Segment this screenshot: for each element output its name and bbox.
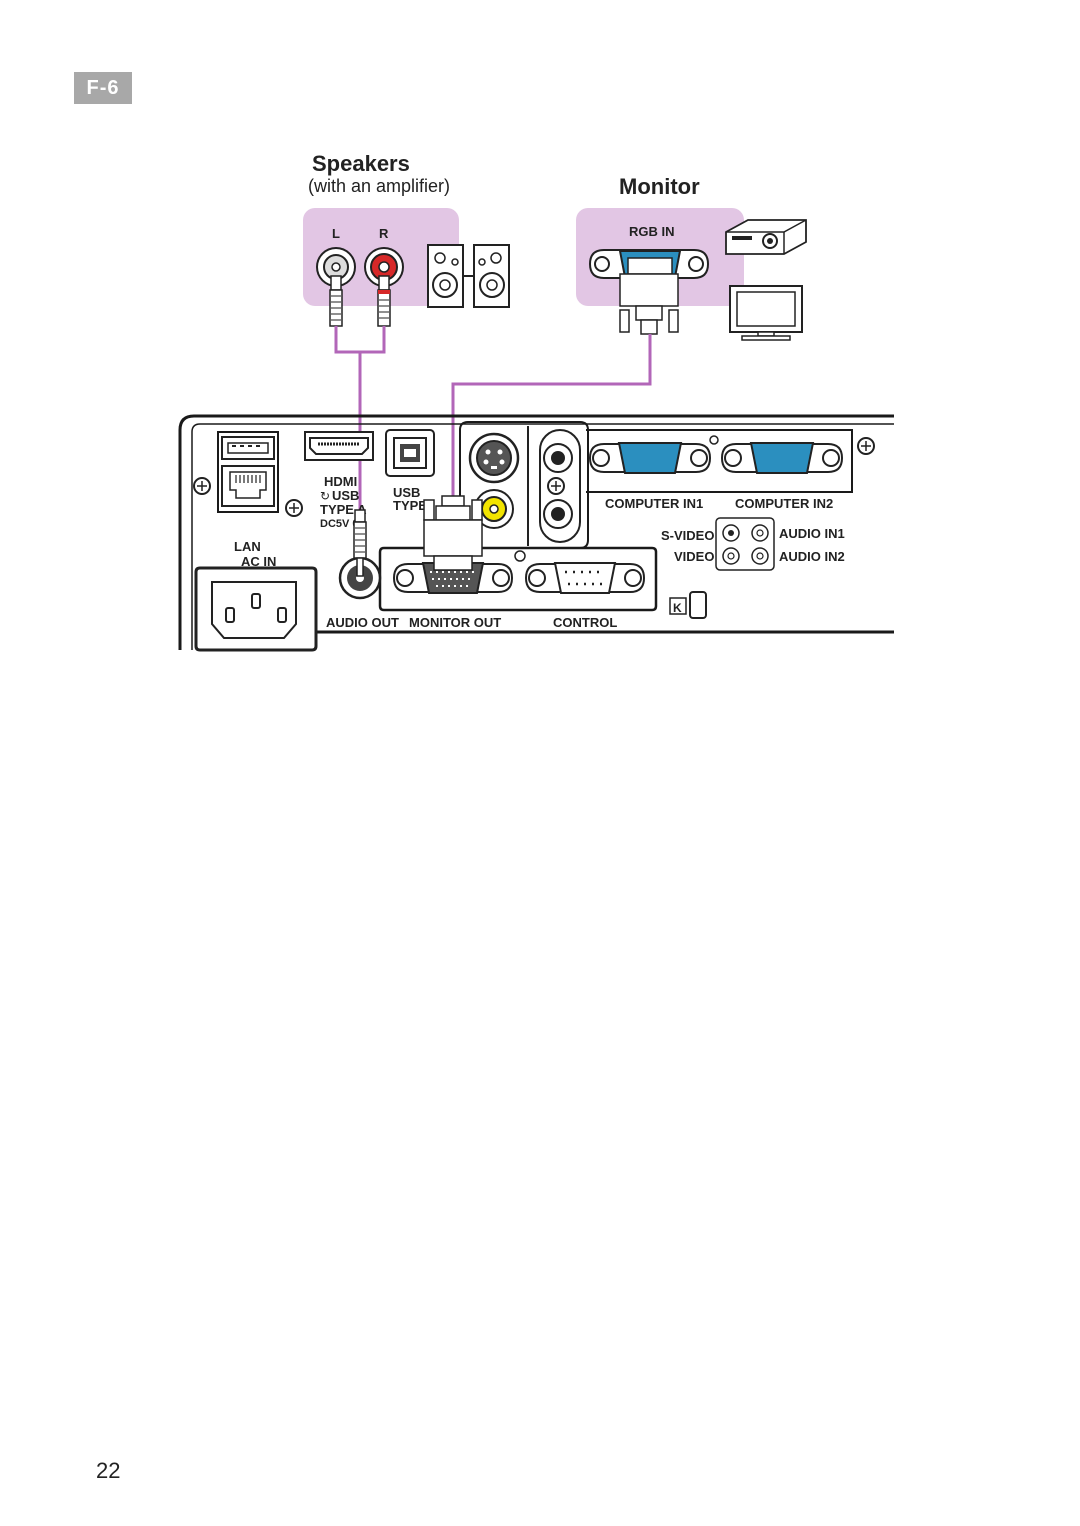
projector-icon (725, 219, 807, 255)
computer-in2-port (720, 442, 844, 474)
monitor-out-label: MONITOR OUT (409, 615, 501, 630)
hdmi-label: HDMI (324, 474, 357, 489)
right-jack-label: R (379, 226, 389, 241)
audio-in1-label: AUDIO IN1 (779, 526, 845, 541)
projector-rear-panel: K HDMI USB ↻ TYPE A DC5V 0 USB TYPE LAN … (178, 414, 894, 652)
speaker-left-icon (427, 244, 464, 308)
page-number: 22 (96, 1458, 121, 1483)
left-rca-jack (316, 247, 356, 287)
audio-in2-label: AUDIO IN2 (779, 549, 845, 564)
audio-out-label: AUDIO OUT (326, 615, 399, 630)
monitor-cable (451, 334, 652, 500)
usb-sync-icon: ↻ (320, 489, 330, 503)
security-lock-icon: K (669, 591, 707, 619)
audio-out-plug (353, 509, 367, 577)
control-port (524, 562, 646, 594)
speakers-subtitle: (with an amplifier) (308, 176, 450, 196)
computer-in1-port (588, 442, 712, 474)
usb-type-a-label-3: DC5V 0 (320, 518, 359, 530)
usb-type-a-label-1: USB (332, 488, 359, 503)
usb-type-b-label-2: TYPE (393, 498, 427, 513)
right-rca-plug (377, 275, 391, 327)
speakers-title: Speakers (312, 151, 410, 176)
left-jack-label: L (332, 226, 340, 241)
ac-in-port (194, 566, 318, 652)
monitor-title: Monitor (619, 174, 700, 199)
control-label: CONTROL (553, 615, 617, 630)
speaker-right-icon (473, 244, 510, 308)
computer-in2-label: COMPUTER IN2 (735, 496, 833, 511)
monitor-out-plug (423, 495, 483, 571)
vga-plug-monitor (619, 257, 679, 335)
monitor-icon (729, 285, 803, 341)
section-tag: F-6 (74, 72, 132, 104)
left-rca-plug (329, 275, 343, 327)
s-video-label: S-VIDEO (661, 528, 714, 543)
ac-in-label: AC IN (241, 554, 276, 569)
svg-text:K: K (673, 601, 682, 615)
lan-label: LAN (234, 539, 261, 554)
usb-type-b-label-1: USB (393, 485, 420, 500)
rgb-in-label: RGB IN (629, 224, 675, 239)
connection-diagram: Speakers (with an amplifier) L R (178, 151, 894, 652)
video-label: VIDEO (674, 549, 714, 564)
computer-in1-label: COMPUTER IN1 (605, 496, 703, 511)
